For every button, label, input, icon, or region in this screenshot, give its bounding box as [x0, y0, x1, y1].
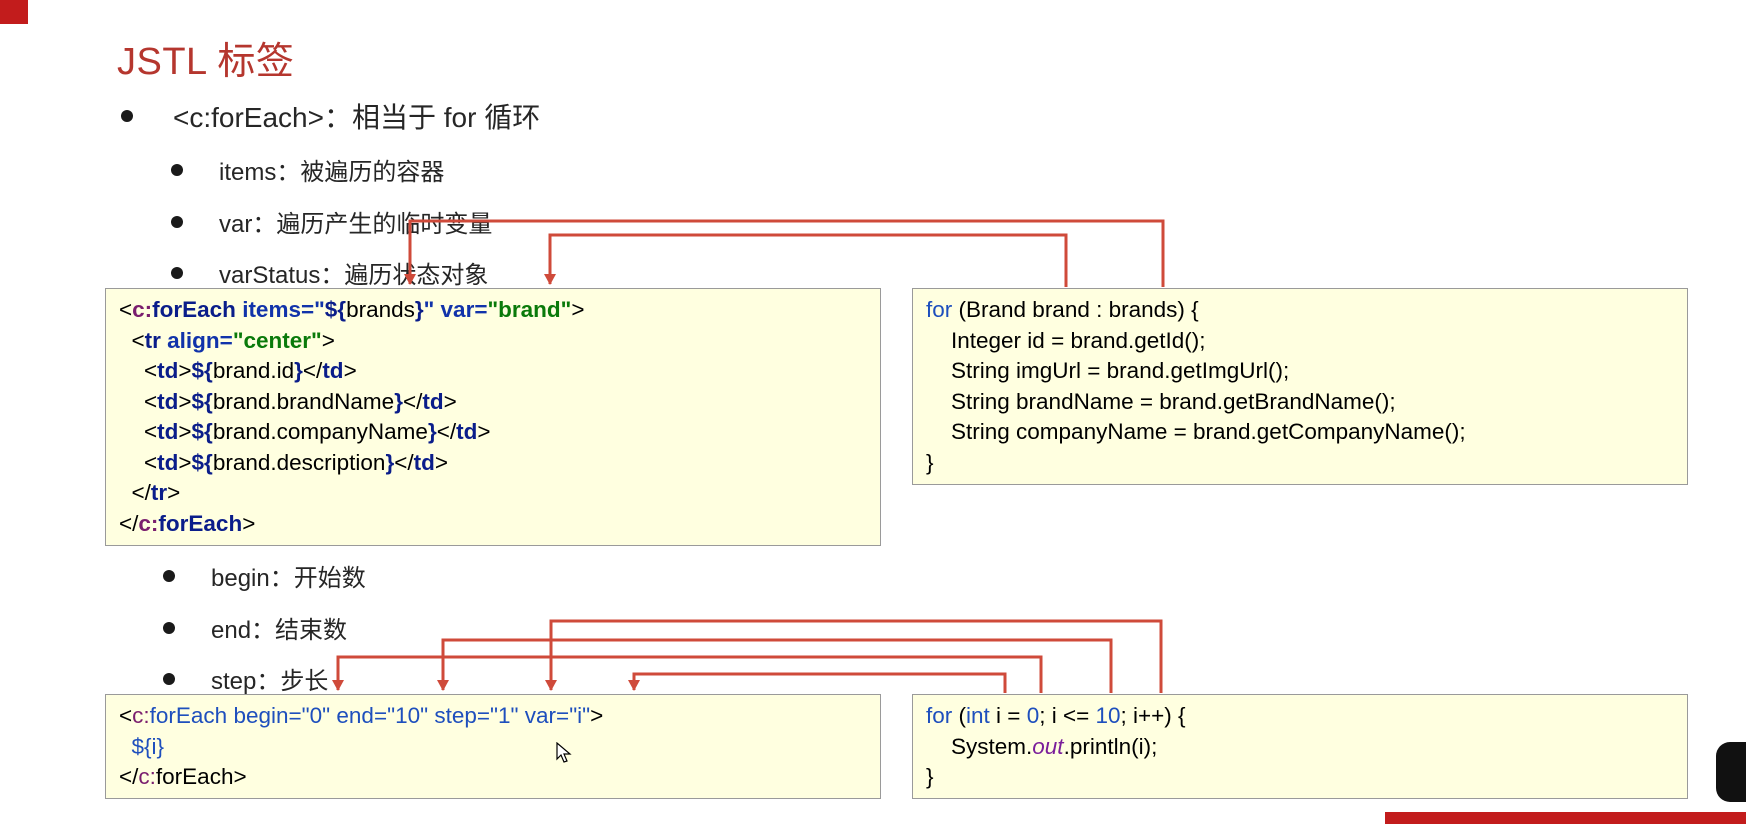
bullet-dot [163, 569, 175, 582]
sub-bullet-text: varStatus：遍历状态对象 [219, 262, 489, 289]
bullet-dot [171, 266, 183, 279]
arrow-ten-to-end [332, 655, 1043, 693]
code-line: for (Brand brand : brands) { [926, 297, 1199, 322]
bullet-dot [171, 163, 183, 176]
code-line: } [926, 449, 934, 475]
bullet-dot [171, 215, 183, 228]
arrow-for-to-begin [545, 619, 1163, 693]
code-line: String imgUrl = brand.getImgUrl(); [926, 358, 1290, 383]
sub-bullet-varstatus: varStatus：遍历状态对象 [171, 255, 488, 290]
arrow-brands-to-items [404, 219, 1165, 287]
bullet-dot [121, 110, 133, 122]
slide-corner-mark [0, 0, 28, 24]
code-line: String companyName = brand.getCompanyNam… [926, 419, 1466, 444]
code-line: </c:forEach> [119, 764, 247, 789]
bullet-dot [163, 672, 175, 685]
code-line: <td>${brand.description}</td> [119, 449, 448, 475]
sub-bullet-end: end：结束数 [163, 610, 347, 645]
code-line: </tr> [119, 480, 181, 505]
code-line: String brandName = brand.getBrandName(); [926, 388, 1396, 414]
jstl-foreach-code-box: <c:forEach items="${brands}" var="brand"… [105, 288, 881, 546]
jstl-range-code-box: <c:forEach begin="0" end="10" step="1" v… [105, 694, 881, 799]
code-line: <td>${brand.brandName}</td> [119, 388, 457, 414]
sub-bullet-text: step：步长 [211, 668, 329, 695]
code-line: } [926, 764, 934, 789]
code-line: Integer id = brand.getId(); [926, 327, 1206, 353]
slide-title: JSTL 标签 [117, 41, 295, 83]
code-line: <c:forEach begin="0" end="10" step="1" v… [119, 703, 604, 728]
footer-banner [1385, 812, 1746, 824]
sub-bullet-step: step：步长 [163, 661, 328, 696]
code-line: <c:forEach items="${brands}" var="brand"… [119, 297, 585, 322]
code-line: ${i} [119, 733, 165, 759]
sub-bullet-text: end：结束数 [211, 617, 348, 644]
arrow-zero-to-begin [437, 638, 1113, 693]
sub-bullet-text: var：遍历产生的临时变量 [219, 211, 493, 238]
main-bullet-text: <c:forEach>：相当于 for 循环 [173, 102, 541, 133]
code-line: <td>${brand.companyName}</td> [119, 419, 491, 444]
code-line: </c:forEach> [119, 510, 256, 536]
sub-bullet-begin: begin：开始数 [163, 558, 366, 593]
code-line: System.out.println(i); [926, 733, 1158, 759]
bullet-dot [163, 621, 175, 634]
mouse-cursor-icon [556, 742, 572, 763]
sub-bullet-text: begin：开始数 [211, 565, 366, 592]
sub-bullet-items: items：被遍历的容器 [171, 152, 444, 187]
code-line: for (int i = 0; i <= 10; i++) { [926, 703, 1186, 728]
window-edge-widget [1716, 742, 1746, 802]
arrow-brand-to-var [544, 233, 1068, 287]
sub-bullet-var: var：遍历产生的临时变量 [171, 204, 492, 239]
java-foreach-code-box: for (Brand brand : brands) { Integer id … [912, 288, 1688, 485]
code-line: <tr align="center"> [119, 327, 335, 353]
arrow-incr-to-step [628, 672, 1007, 693]
main-bullet: <c:forEach>：相当于 for 循环 [121, 96, 540, 136]
java-for-loop-code-box: for (int i = 0; i <= 10; i++) { System.o… [912, 694, 1688, 799]
sub-bullet-text: items：被遍历的容器 [219, 159, 445, 186]
code-line: <td>${brand.id}</td> [119, 358, 357, 383]
